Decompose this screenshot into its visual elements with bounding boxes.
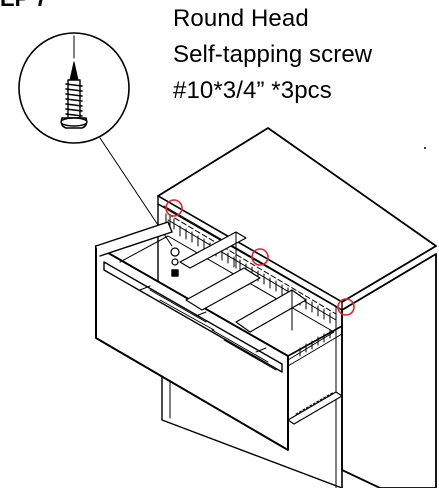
screw-location-markers (165, 199, 355, 316)
caption-line-2: Self-tapping screw (173, 41, 373, 68)
cabinet-body (157, 127, 437, 488)
step-label: EP 7 (0, 0, 47, 12)
screw-icon (60, 61, 88, 129)
caption-line-1: Round Head (173, 5, 309, 32)
screw-callout-icon (18, 32, 130, 144)
caption-line-3: #10*3/4” *3pcs (173, 77, 332, 104)
drawer (95, 221, 343, 451)
screw-marker-middle (251, 248, 269, 266)
screw-marker-right (337, 298, 355, 316)
screw-marker-left (165, 199, 183, 217)
